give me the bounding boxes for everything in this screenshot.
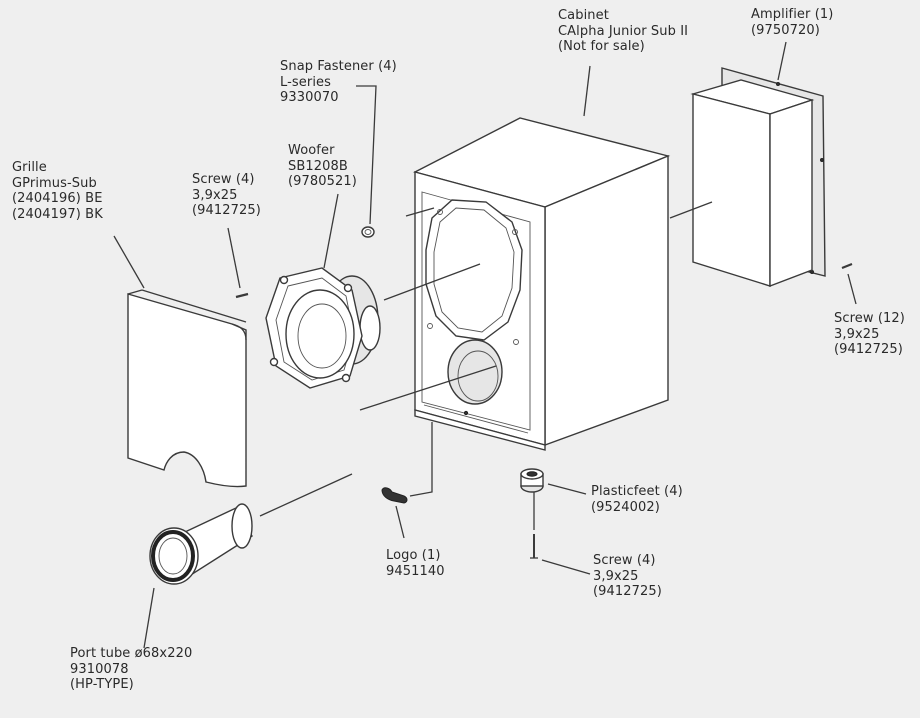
woofer-label-line-3: (9780521) bbox=[288, 174, 357, 189]
woofer-part bbox=[265, 267, 381, 389]
grille-label-line-2: GPrimus-Sub bbox=[12, 175, 97, 191]
cabinet-part bbox=[413, 117, 671, 451]
snap-fastener-part bbox=[361, 226, 375, 238]
logo-label-line-2: 9451140 bbox=[386, 563, 445, 579]
snap-fastener-label: Snap Fastener (4) L-series 9330070 bbox=[280, 59, 397, 106]
screw-woofer-part bbox=[235, 292, 249, 299]
port-tube-part bbox=[149, 503, 253, 585]
cabinet-label-line-1: Cabinet bbox=[558, 8, 609, 23]
screw-amp-label: Screw (12) 3,9x25 (9412725) bbox=[834, 311, 905, 358]
screw-amp-label-line-2: 3,9x25 bbox=[834, 326, 880, 342]
screw-amp-label-line-3: (9412725) bbox=[834, 342, 903, 357]
screw-woofer-label-line-3: (9412725) bbox=[192, 203, 261, 218]
leader-lines bbox=[113, 41, 857, 649]
port-tube-label-line-2: 9310078 bbox=[70, 661, 129, 677]
screw-feet-label-line-3: (9412725) bbox=[593, 584, 662, 599]
grille-label: Grille GPrimus-Sub (2404196) BE (2404197… bbox=[12, 160, 103, 222]
logo-label-line-1: Logo (1) bbox=[386, 548, 441, 563]
amplifier-part bbox=[690, 67, 826, 288]
port-tube-label-line-1: Port tube ø68x220 bbox=[70, 646, 193, 661]
screw-feet-part bbox=[530, 534, 538, 559]
plastic-feet-part bbox=[520, 468, 544, 493]
plastic-feet-label-line-2: (9524002) bbox=[591, 499, 660, 515]
grille-label-line-1: Grille bbox=[12, 160, 47, 175]
screw-amp-label-line-1: Screw (12) bbox=[834, 311, 905, 326]
grille-label-line-3: (2404196) BE bbox=[12, 191, 103, 206]
screw-amp-part bbox=[841, 262, 853, 270]
snap-fastener-label-line-3: 9330070 bbox=[280, 90, 339, 105]
amplifier-label-line-1: Amplifier (1) bbox=[751, 7, 834, 22]
plastic-feet-label-line-1: Plasticfeet (4) bbox=[591, 484, 683, 499]
amplifier-label: Amplifier (1) (9750720) bbox=[751, 7, 833, 38]
plastic-feet-label: Plasticfeet (4) (9524002) bbox=[591, 484, 683, 515]
grille-label-line-4: (2404197) BK bbox=[12, 206, 103, 222]
woofer-label-line-2: SB1208B bbox=[288, 158, 348, 174]
snap-fastener-label-line-2: L-series bbox=[280, 74, 332, 90]
screw-woofer-label-line-1: Screw (4) bbox=[192, 172, 255, 187]
screw-woofer-label-line-2: 3,9x25 bbox=[192, 187, 238, 203]
woofer-label: Woofer SB1208B (9780521) bbox=[288, 143, 357, 190]
port-tube-label-line-3: (HP-TYPE) bbox=[70, 677, 134, 692]
woofer-label-line-1: Woofer bbox=[288, 143, 335, 158]
screw-feet-label: Screw (4) 3,9x25 (9412725) bbox=[593, 553, 662, 600]
screw-feet-label-line-2: 3,9x25 bbox=[593, 568, 639, 584]
port-tube-label: Port tube ø68x220 9310078 (HP-TYPE) bbox=[70, 646, 192, 693]
screw-woofer-label: Screw (4) 3,9x25 (9412725) bbox=[192, 172, 261, 219]
snap-fastener-label-line-1: Snap Fastener (4) bbox=[280, 59, 397, 74]
cabinet-label-line-2: CAlpha Junior Sub II bbox=[558, 23, 689, 39]
logo-label: Logo (1) 9451140 bbox=[386, 548, 445, 579]
grille-part bbox=[127, 289, 247, 488]
amplifier-label-line-2: (9750720) bbox=[751, 22, 820, 38]
cabinet-label-line-3: (Not for sale) bbox=[558, 39, 645, 54]
cabinet-label: Cabinet CAlpha Junior Sub II (Not for sa… bbox=[558, 8, 688, 55]
screw-feet-label-line-1: Screw (4) bbox=[593, 553, 656, 568]
logo-part bbox=[381, 487, 408, 504]
